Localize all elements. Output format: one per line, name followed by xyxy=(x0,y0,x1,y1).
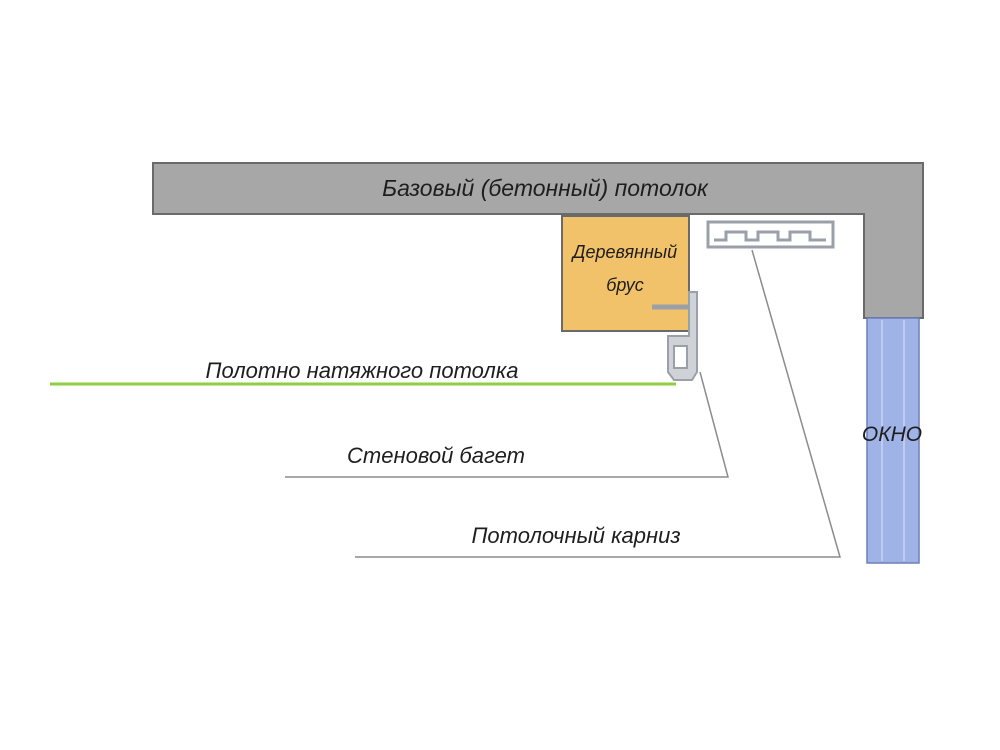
canvas-label: Полотно натяжного потолка xyxy=(206,358,519,383)
baguette-leader-line xyxy=(285,371,729,478)
beam-label: Деревянный xyxy=(571,242,677,262)
ceiling-label: Базовый (бетонный) потолок xyxy=(382,175,709,201)
concrete-ceiling xyxy=(152,162,924,319)
wall-baguette-slot xyxy=(673,345,688,369)
wooden-beam xyxy=(561,215,690,332)
cornice-label: Потолочный карниз xyxy=(471,523,680,548)
ceiling-cornice-channels xyxy=(714,230,826,242)
window xyxy=(866,317,920,564)
cornice-leader-line xyxy=(355,249,841,558)
ceiling-cornice-profile xyxy=(706,220,835,249)
window-label: ОКНО xyxy=(862,423,922,446)
baguette-label: Стеновой багет xyxy=(347,443,525,468)
beam-label: брус xyxy=(606,275,644,295)
